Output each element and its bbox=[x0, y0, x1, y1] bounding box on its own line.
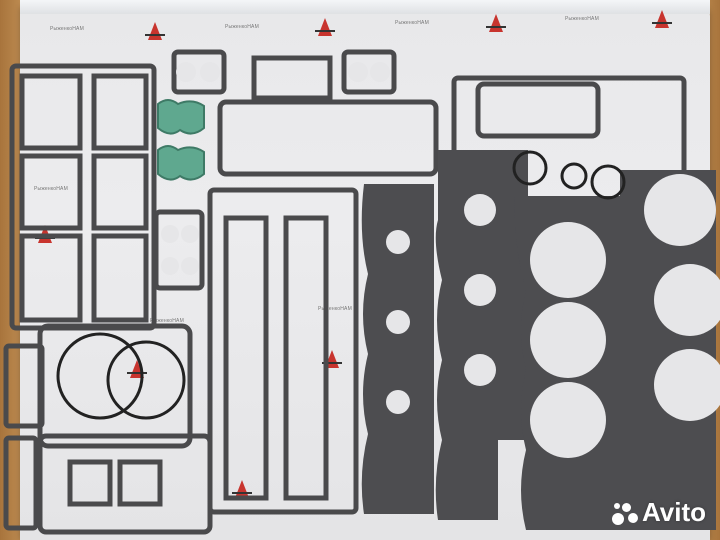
avito-watermark: Avito bbox=[611, 497, 706, 528]
avito-logo-icon bbox=[611, 501, 638, 525]
star-logo-icon bbox=[315, 18, 335, 36]
avito-text: Avito bbox=[641, 497, 706, 527]
star-logo-icon bbox=[652, 10, 672, 28]
watermark-text: РыженкоНАМ bbox=[395, 20, 429, 26]
watermark-text: РыженкоНАМ bbox=[34, 186, 68, 192]
star-logo-icon bbox=[232, 480, 252, 498]
watermark-text: РыженкоНАМ bbox=[225, 24, 259, 30]
watermark-text: РыженкоНАМ bbox=[50, 26, 84, 32]
star-logo-icon bbox=[486, 14, 506, 32]
watermark-text: РыженкоНАМ bbox=[318, 306, 352, 312]
watermark-text: РыженкоНАМ bbox=[150, 318, 184, 324]
star-logo-icon bbox=[145, 22, 165, 40]
paper-fold bbox=[20, 0, 710, 14]
watermark-text: РыженкоНАМ bbox=[565, 16, 599, 22]
